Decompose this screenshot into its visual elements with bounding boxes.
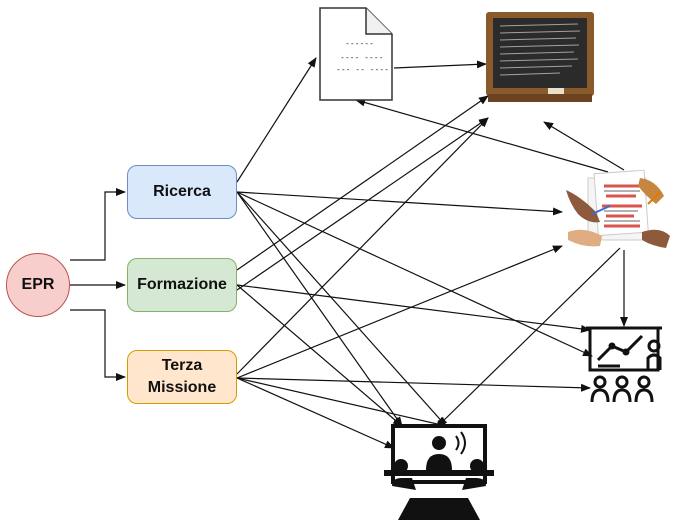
blackboard-icon <box>486 12 594 102</box>
arrow-terza-to-blackboard <box>236 117 489 375</box>
ricerca-node: Ricerca <box>127 165 237 219</box>
document-icon: ------ ---- ---- --- -- ---- <box>319 7 393 101</box>
arrow-collaboration-to-conference <box>437 247 621 427</box>
hands-working-on-papers-icon <box>566 169 670 248</box>
formazione-label: Formazione <box>137 276 227 293</box>
arrow-terza-to-collaboration <box>236 245 563 379</box>
speaker-conference-table-icon <box>384 424 494 520</box>
arrow-terza-to-conference-a <box>236 377 395 449</box>
arrow-formazione-to-blackboard-a <box>236 95 489 271</box>
arrow-ricerca-to-presentation <box>236 191 593 357</box>
arrow-collaboration-to-document <box>355 98 609 173</box>
arrow-epr-to-terza-missione <box>70 309 126 381</box>
arrow-epr-to-ricerca <box>70 188 126 261</box>
arrow-ricerca-to-collaboration <box>236 191 563 216</box>
arrow-formazione-to-blackboard-b <box>236 117 489 291</box>
arrow-formazione-to-presentation <box>236 284 591 333</box>
document-line-1: ------ <box>345 39 374 48</box>
ricerca-label: Ricerca <box>153 183 211 200</box>
arrow-document-to-blackboard <box>393 60 487 69</box>
arrow-formazione-to-conference <box>236 284 403 427</box>
arrow-ricerca-to-conference-a <box>236 191 403 427</box>
edge-group <box>70 57 628 449</box>
document-line-2: ---- ---- <box>340 53 383 62</box>
audience-presentation-icon <box>586 326 662 403</box>
document-line-3: --- -- ---- <box>336 65 389 74</box>
arrow-ricerca-to-document <box>236 57 317 183</box>
arrow-terza-to-conference-b <box>236 377 447 428</box>
formazione-node: Formazione <box>127 258 237 312</box>
arrow-collaboration-to-blackboard <box>543 121 625 171</box>
terza-missione-label: Terza Missione <box>147 357 217 396</box>
arrow-terza-to-presentation <box>236 377 591 392</box>
terza-missione-node: Terza Missione <box>127 350 237 404</box>
arrow-ricerca-to-conference-b <box>236 191 447 427</box>
epr-node: EPR <box>6 253 70 317</box>
epr-label: EPR <box>21 276 55 293</box>
